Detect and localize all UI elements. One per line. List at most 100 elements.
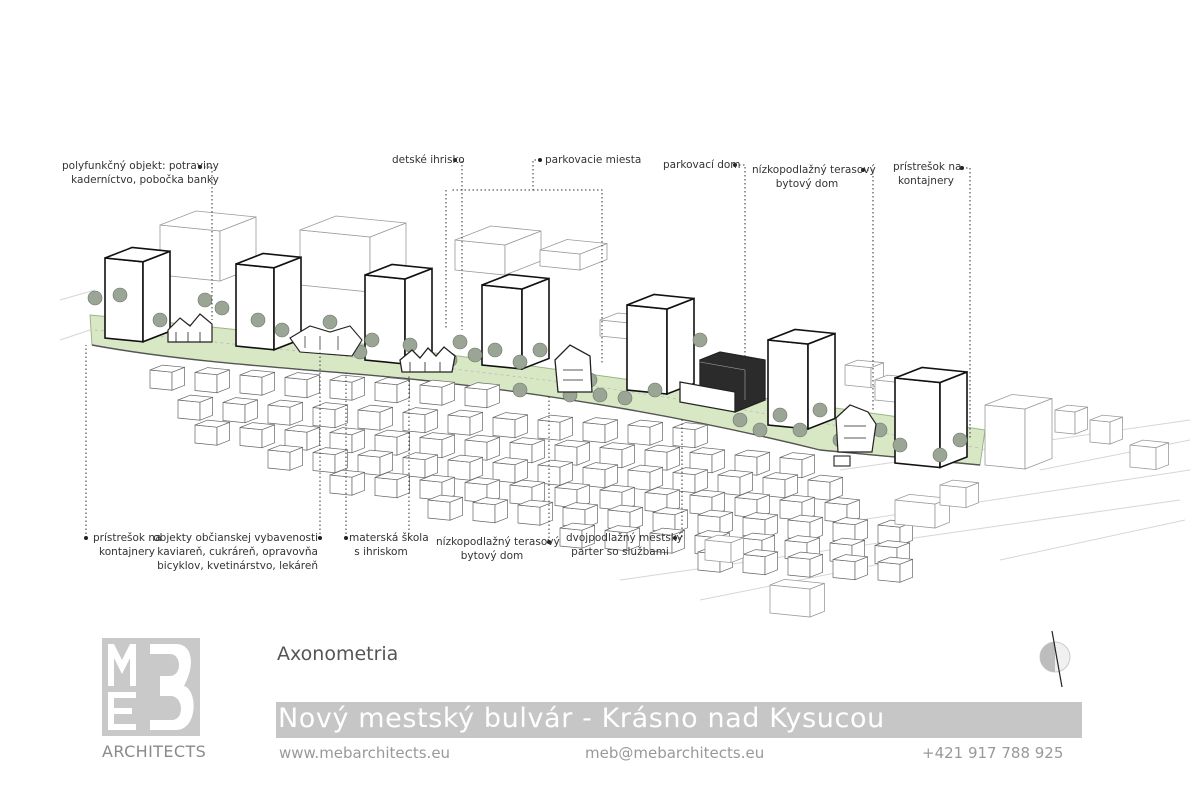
- house: [742, 549, 778, 558]
- tree: [512, 382, 528, 398]
- label-parking-house: parkovací dom: [663, 159, 741, 171]
- house: [194, 372, 218, 394]
- house: [374, 477, 398, 499]
- polyfunctional-object: [167, 313, 213, 343]
- house: [824, 497, 860, 506]
- house: [697, 509, 733, 518]
- website-link[interactable]: www.mebarchitects.eu: [279, 744, 451, 762]
- house: [329, 374, 365, 383]
- house: [194, 424, 218, 446]
- tower: [666, 297, 695, 396]
- house: [649, 527, 685, 536]
- terrace-house-middle: [554, 344, 593, 393]
- tree: [87, 290, 103, 306]
- house: [447, 414, 471, 436]
- tree: [274, 322, 290, 338]
- house: [627, 424, 651, 446]
- house: [627, 419, 663, 428]
- house: [312, 402, 348, 411]
- house: [374, 382, 398, 404]
- context-block: [769, 584, 811, 618]
- house: [689, 489, 725, 498]
- house: [832, 517, 868, 526]
- house: [374, 429, 410, 438]
- house: [562, 502, 598, 511]
- house: [517, 504, 541, 526]
- tree: [772, 407, 788, 423]
- house: [357, 409, 381, 431]
- house: [689, 447, 725, 456]
- tree: [467, 347, 483, 363]
- tree: [250, 312, 266, 328]
- tree: [792, 422, 808, 438]
- house: [672, 427, 696, 449]
- house: [419, 379, 455, 388]
- tree: [322, 314, 338, 330]
- house: [357, 404, 393, 413]
- house: [402, 452, 438, 461]
- house: [239, 374, 263, 396]
- context-block: [539, 239, 608, 255]
- house: [374, 377, 410, 386]
- email-link[interactable]: meb@mebarchitects.eu: [585, 744, 765, 762]
- house: [874, 540, 910, 549]
- house: [149, 369, 173, 391]
- house: [742, 554, 766, 576]
- house: [644, 487, 680, 496]
- tower: [104, 246, 171, 263]
- tower: [767, 328, 836, 345]
- context-block: [1054, 409, 1076, 435]
- north-arrow-icon: [1039, 630, 1071, 688]
- house: [419, 432, 455, 441]
- context-block: [454, 225, 542, 246]
- house: [472, 502, 496, 524]
- tree: [692, 332, 708, 348]
- house: [604, 525, 640, 534]
- context-block: [704, 539, 732, 564]
- drawing-caption: Axonometria: [277, 643, 399, 665]
- meb-logo: [102, 638, 200, 736]
- house: [787, 551, 823, 560]
- context-block: [844, 364, 872, 389]
- parking-house: [679, 351, 766, 413]
- house: [517, 499, 553, 508]
- house: [239, 369, 275, 378]
- house: [239, 422, 275, 431]
- tree: [932, 447, 948, 463]
- label-parking-spaces: parkovacie miesta: [545, 154, 642, 166]
- house: [554, 482, 590, 491]
- tree: [532, 342, 548, 358]
- house: [267, 449, 291, 471]
- terrace-house-right: [835, 404, 877, 453]
- house: [222, 402, 246, 424]
- house: [762, 472, 798, 481]
- tower: [235, 263, 275, 351]
- house: [599, 442, 635, 451]
- tree: [592, 387, 608, 403]
- house: [312, 452, 336, 474]
- leader-lines: [85, 159, 971, 542]
- context-block: [939, 484, 967, 509]
- tower: [364, 263, 433, 280]
- tree: [112, 287, 128, 303]
- tree: [487, 342, 503, 358]
- house: [492, 457, 528, 466]
- house: [559, 522, 595, 531]
- house: [312, 407, 336, 429]
- tower: [894, 366, 968, 384]
- house: [357, 449, 393, 458]
- tower: [626, 293, 695, 310]
- tower: [364, 274, 406, 365]
- house: [877, 561, 901, 583]
- context-block: [844, 359, 884, 369]
- context-block: [159, 210, 257, 232]
- context-block: [299, 229, 371, 293]
- house: [284, 372, 320, 381]
- phone-number: +421 917 788 925: [922, 744, 1064, 762]
- house: [464, 382, 500, 391]
- house: [779, 494, 815, 503]
